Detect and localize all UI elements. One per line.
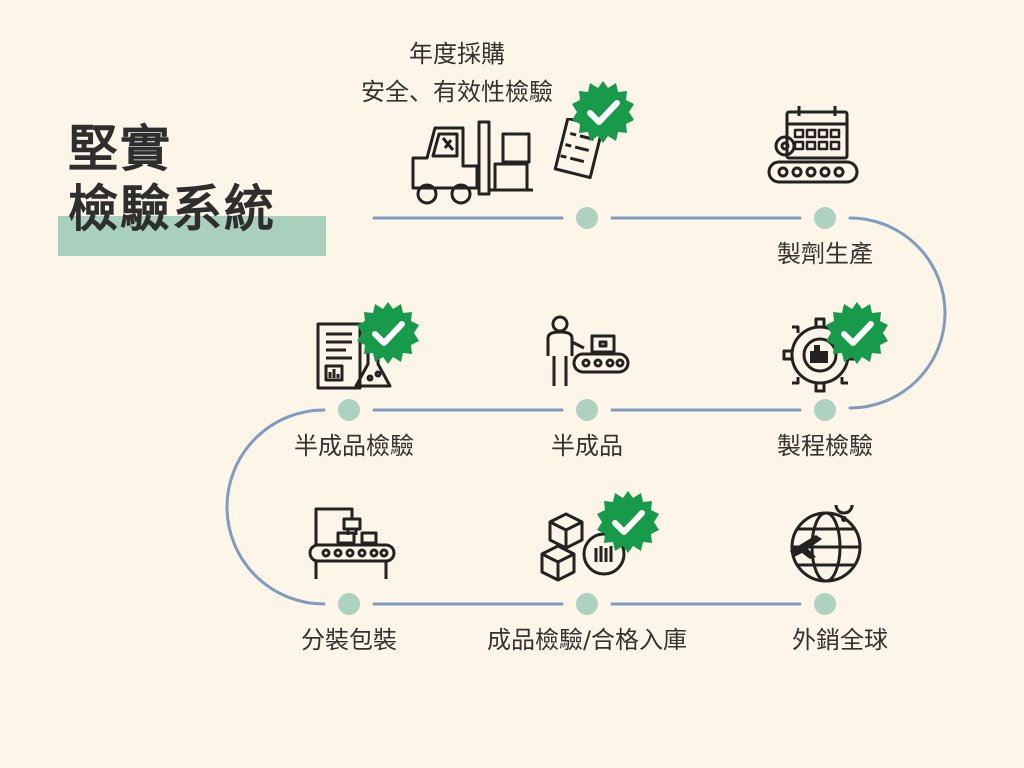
lab-report-icon — [316, 322, 392, 390]
label-procurement-1: 年度採購 — [409, 40, 505, 68]
gear-inspection-icon — [782, 317, 858, 393]
node-final-inspection — [576, 593, 598, 615]
globe-plane-icon — [790, 505, 862, 583]
title-accent-bar — [58, 216, 326, 256]
factory-production-icon — [767, 106, 859, 184]
packaging-machine-icon — [308, 507, 396, 579]
node-process-inspection — [814, 399, 836, 421]
check-badge-icon — [826, 302, 888, 364]
worker-conveyor-icon — [546, 315, 630, 386]
node-packaging — [338, 593, 360, 615]
path-curve-right — [848, 216, 947, 410]
warehouse-boxes-icon — [540, 512, 626, 582]
label-export: 外銷全球 — [792, 626, 888, 654]
label-semi-inspection: 半成品檢驗 — [294, 432, 414, 460]
check-badge-icon — [597, 491, 659, 553]
label-formulation: 製劑生產 — [777, 240, 873, 268]
node-semi-product — [576, 399, 598, 421]
node-formulation — [814, 207, 836, 229]
path-curve-left — [225, 408, 326, 606]
check-badge-icon — [572, 81, 634, 143]
check-badge-icon — [357, 302, 419, 364]
title-line-1: 堅實 — [68, 120, 172, 178]
title-line-2: 檢驗系統 — [68, 180, 276, 238]
label-semi-product: 半成品 — [551, 432, 623, 460]
label-packaging: 分裝包裝 — [301, 626, 397, 654]
node-semi-inspection — [338, 399, 360, 421]
forklift-icon — [411, 118, 605, 205]
node-export — [814, 593, 836, 615]
node-procurement — [576, 207, 598, 229]
label-procurement-2: 安全、有效性檢驗 — [361, 78, 553, 106]
label-process-inspection: 製程檢驗 — [777, 432, 873, 460]
label-final-inspection: 成品檢驗/合格入庫 — [486, 626, 688, 654]
title-block: 堅實 檢驗系統 — [58, 118, 328, 258]
